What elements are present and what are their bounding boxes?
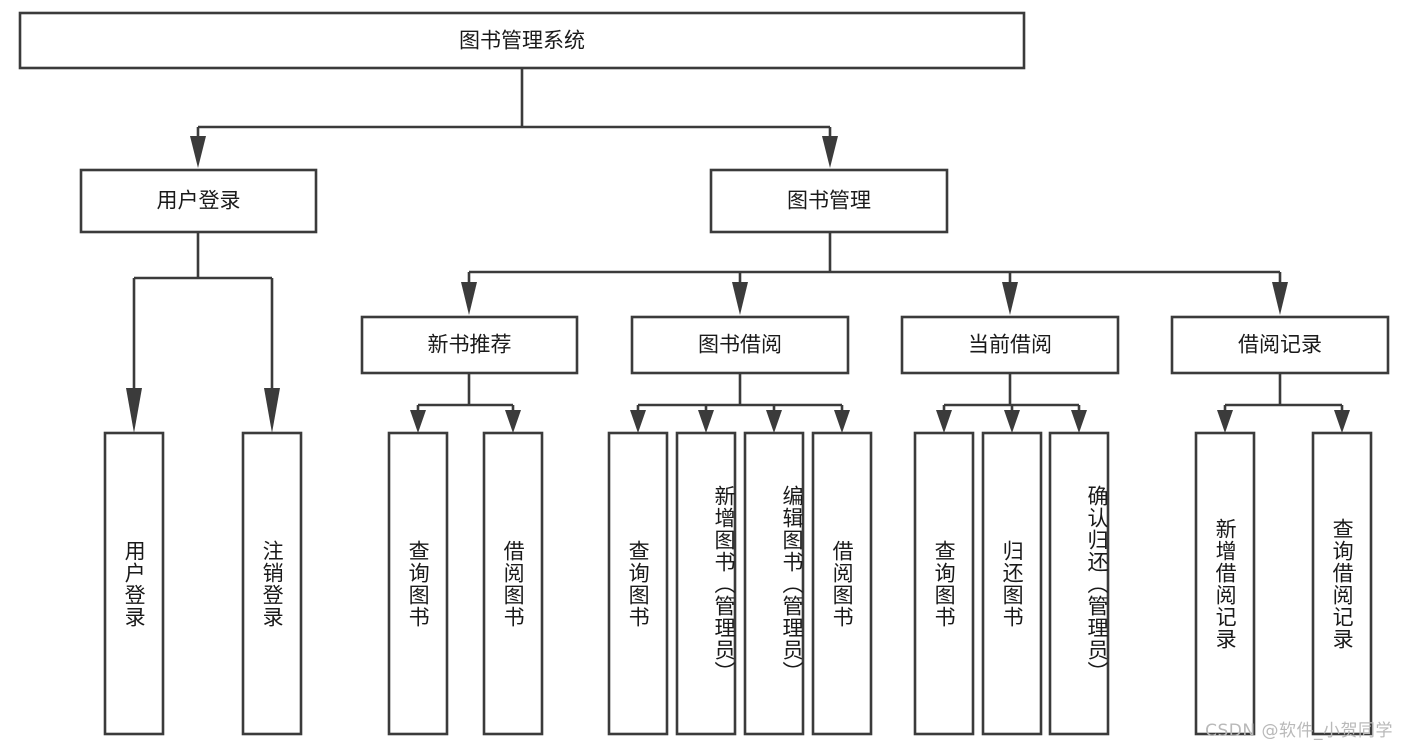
connector-group-new-book-to-leaves: [410, 373, 521, 433]
arrow-head-borrow-record: [1272, 282, 1288, 315]
node-box-leaf-query-book-b[interactable]: [607, 431, 669, 736]
node-box-book-borrow[interactable]: [630, 315, 850, 375]
node-box-new-book-recommend[interactable]: [360, 315, 579, 375]
node-box-leaf-add-book[interactable]: [675, 431, 737, 736]
node-box-current-borrow[interactable]: [900, 315, 1120, 375]
arrow-head-leaf-return-book: [1004, 410, 1020, 433]
arrow-head-leaf-borrow-book-b: [834, 410, 850, 433]
node-box-borrow-record[interactable]: [1170, 315, 1390, 375]
node-box-root[interactable]: [18, 11, 1026, 70]
node-box-leaf-borrow-book-a[interactable]: [482, 431, 544, 736]
arrow-head-leaf-query-book-a: [410, 410, 426, 433]
node-box-leaf-logout[interactable]: [241, 431, 303, 736]
node-box-leaf-confirm-return[interactable]: [1048, 431, 1110, 736]
arrow-head-leaf-edit-book: [766, 410, 782, 433]
arrow-head-leaf-query-book-b: [630, 410, 646, 433]
arrow-head-leaf-borrow-book-a: [505, 410, 521, 433]
arrow-head-user-login: [190, 136, 206, 168]
node-box-leaf-add-record[interactable]: [1194, 431, 1256, 736]
arrow-head-book-manage: [822, 136, 838, 168]
connector-group-current-borrow-to-leaves: [936, 373, 1087, 433]
node-box-leaf-query-book-c[interactable]: [913, 431, 975, 736]
connector-group-book-borrow-to-leaves: [630, 373, 850, 433]
arrow-head-leaf-query-record: [1334, 410, 1350, 433]
node-label-book-borrow: 图书借阅: [698, 333, 782, 357]
node-label-borrow-record: 借阅记录: [1238, 333, 1322, 357]
node-box-leaf-borrow-book-b[interactable]: [811, 431, 873, 736]
connector-group-root-to-level2: [190, 68, 838, 168]
node-label-book-manage: 图书管理: [787, 189, 871, 213]
node-box-leaf-user-login[interactable]: [103, 431, 165, 736]
arrow-head-leaf-add-record: [1217, 410, 1233, 433]
arrow-head-leaf-user-login: [126, 388, 142, 433]
node-label-current-borrow: 当前借阅: [968, 333, 1052, 357]
arrow-head-leaf-logout: [264, 388, 280, 433]
node-box-leaf-return-book[interactable]: [981, 431, 1043, 736]
node-box-leaf-edit-book[interactable]: [743, 431, 805, 736]
arrow-head-new-book-recommend: [461, 282, 477, 315]
node-box-book-manage[interactable]: [709, 168, 949, 234]
node-label-user-login: 用户登录: [157, 189, 241, 213]
arrow-head-leaf-query-book-c: [936, 410, 952, 433]
connector-group-book-manage-to-level3: [461, 232, 1288, 315]
arrow-head-leaf-add-book: [698, 410, 714, 433]
node-box-user-login[interactable]: [79, 168, 318, 234]
watermark-text: CSDN @软件_小贺同学: [1205, 721, 1393, 741]
arrow-head-leaf-confirm-return: [1071, 410, 1087, 433]
connector-group-borrow-record-to-leaves: [1217, 373, 1350, 433]
node-label-root: 图书管理系统: [459, 29, 585, 53]
node-box-leaf-query-record[interactable]: [1311, 431, 1373, 736]
node-box-leaf-query-book-a[interactable]: [387, 431, 449, 736]
arrow-head-book-borrow: [732, 282, 748, 315]
node-label-new-book-recommend: 新书推荐: [428, 333, 512, 357]
arrow-head-current-borrow: [1002, 282, 1018, 315]
connector-group-user-login-to-leaves: [126, 232, 280, 433]
